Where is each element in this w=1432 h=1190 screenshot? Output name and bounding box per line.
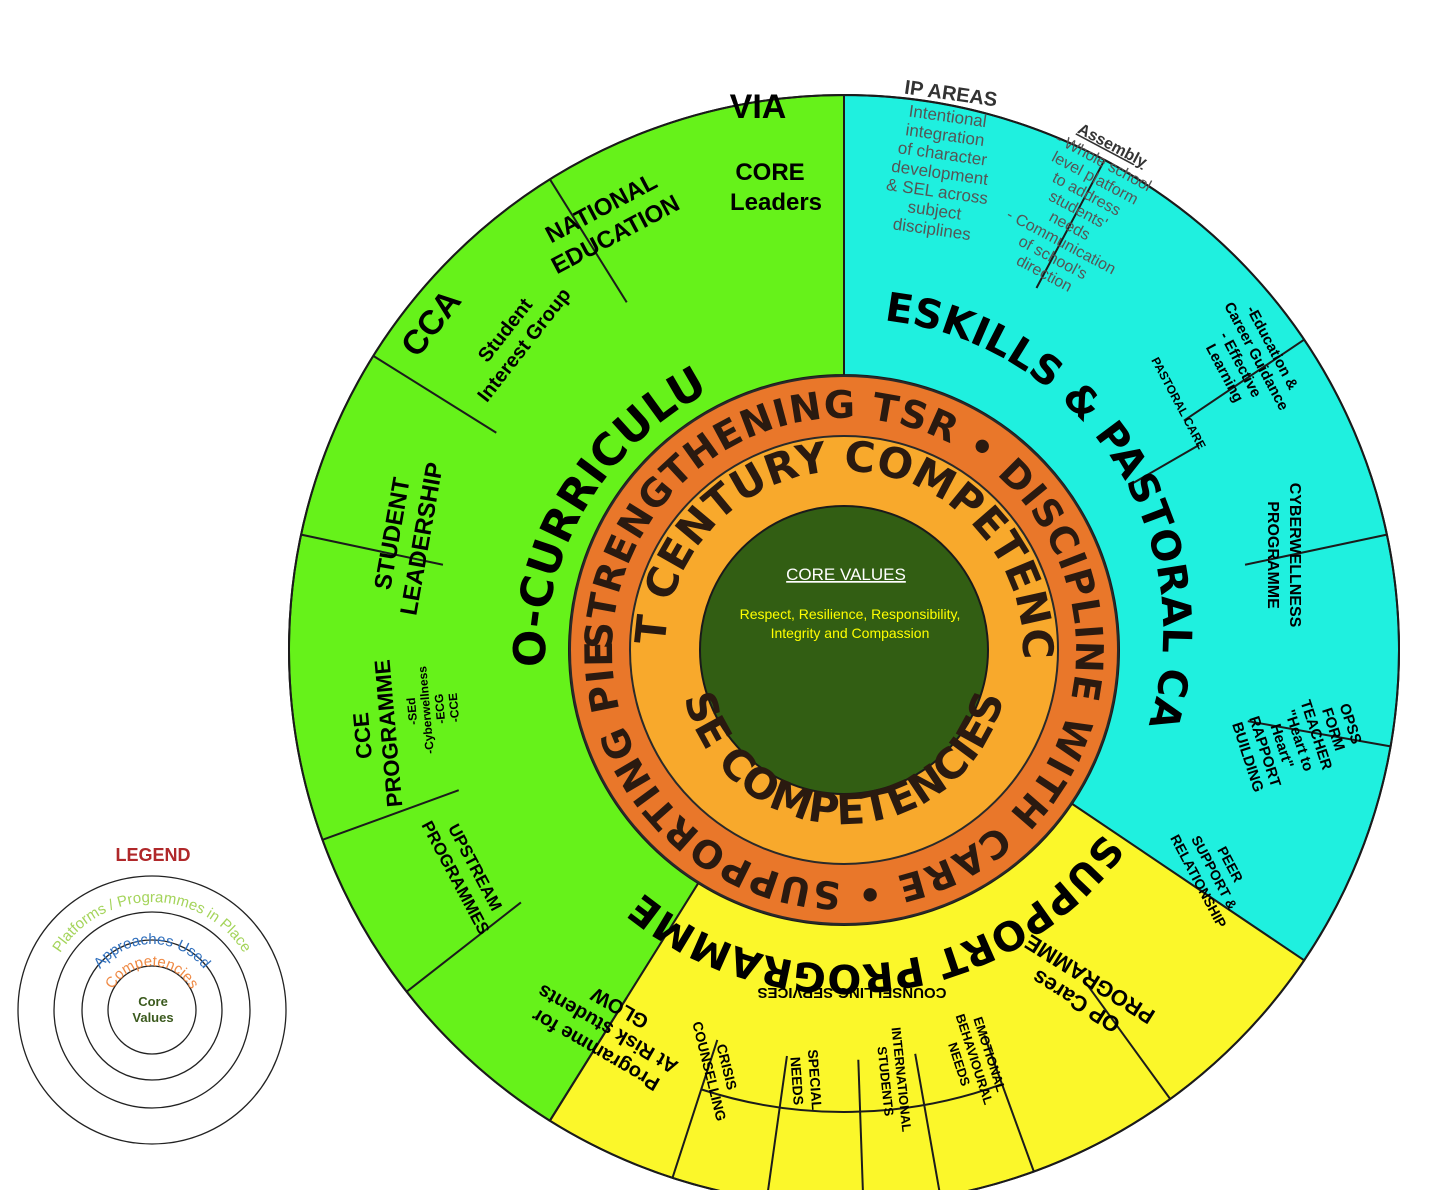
yellow-divider-1 (983, 1034, 1035, 1172)
legend-ring-approaches (53, 911, 251, 1109)
cyan-divider-1 (1183, 338, 1305, 422)
yellow-divider-0 (1084, 981, 1172, 1100)
cyan-divider-2 (1244, 533, 1388, 566)
outer-border (288, 94, 1400, 1190)
svg-text:CORE: CORE (735, 159, 804, 186)
yellow-divider-2 (914, 1053, 941, 1190)
via-block: VIA CORE Leaders (730, 88, 822, 216)
legend-ring-competencies (81, 939, 223, 1081)
green-divider-4 (406, 901, 522, 993)
legend-title: LEGEND (115, 845, 190, 865)
yellow-divider-4 (767, 1055, 788, 1190)
cyan-divider-0 (1035, 159, 1106, 289)
assembly-block: Assembly - Whole school level platform t… (1004, 121, 1154, 296)
svg-text:NEEDS: NEEDS (787, 1056, 806, 1105)
counselling-services-block: COUNSELLING SERVICES (758, 984, 947, 1001)
svg-text:COUNSELLING SERVICES: COUNSELLING SERVICES (758, 984, 947, 1001)
svg-text:-CCE: -CCE (446, 692, 463, 722)
pastoral-divider (1129, 444, 1200, 486)
special-needs-block: SPECIAL NEEDS (787, 1049, 825, 1111)
green-divider-0 (549, 178, 628, 303)
counselling-arc (700, 1083, 1003, 1113)
cyberwellness-block: CYBERWELLNESS PROGRAMME (1264, 483, 1303, 628)
cyan-divider-3 (1247, 720, 1391, 748)
green-divider-2 (300, 533, 444, 566)
svg-text:-SEd: -SEd (404, 697, 420, 725)
yellow-divider-5 (671, 1039, 719, 1179)
svg-text:CCE: CCE (348, 711, 377, 759)
svg-text:PROGRAMME: PROGRAMME (1264, 501, 1281, 609)
yellow-divider-3 (857, 1059, 864, 1190)
legend: LEGEND Platforms / Programmes in Place A… (17, 845, 287, 1145)
svg-text:-ECG: -ECG (432, 693, 449, 724)
legend-core-line1: Core (138, 994, 168, 1009)
green-divider-1 (372, 355, 497, 434)
core-values-title: CORE VALUES (786, 565, 906, 584)
legend-core-line2: Values (132, 1010, 173, 1025)
sector-dividers (288, 94, 1400, 1190)
green-yellow-divider (549, 997, 628, 1122)
core-values-circle (699, 505, 989, 795)
core-values-line1: Respect, Resilience, Responsibility, (740, 606, 961, 622)
ecg-block: -Education & Career Guidance - Effective… (1202, 299, 1301, 413)
svg-text:CYBERWELLNESS: CYBERWELLNESS (1286, 483, 1303, 628)
green-divider-3 (322, 789, 460, 841)
svg-text:SPECIAL: SPECIAL (805, 1049, 825, 1111)
svg-text:Leaders: Leaders (730, 189, 822, 216)
core-values-line2: Integrity and Compassion (771, 625, 930, 641)
platform-wedges (287, 93, 1401, 1190)
legend-ring-core (107, 965, 197, 1055)
legend-ring-platforms (17, 875, 287, 1145)
svg-text:VIA: VIA (730, 88, 787, 126)
svg-text:STUDENTS: STUDENTS (874, 1046, 896, 1118)
